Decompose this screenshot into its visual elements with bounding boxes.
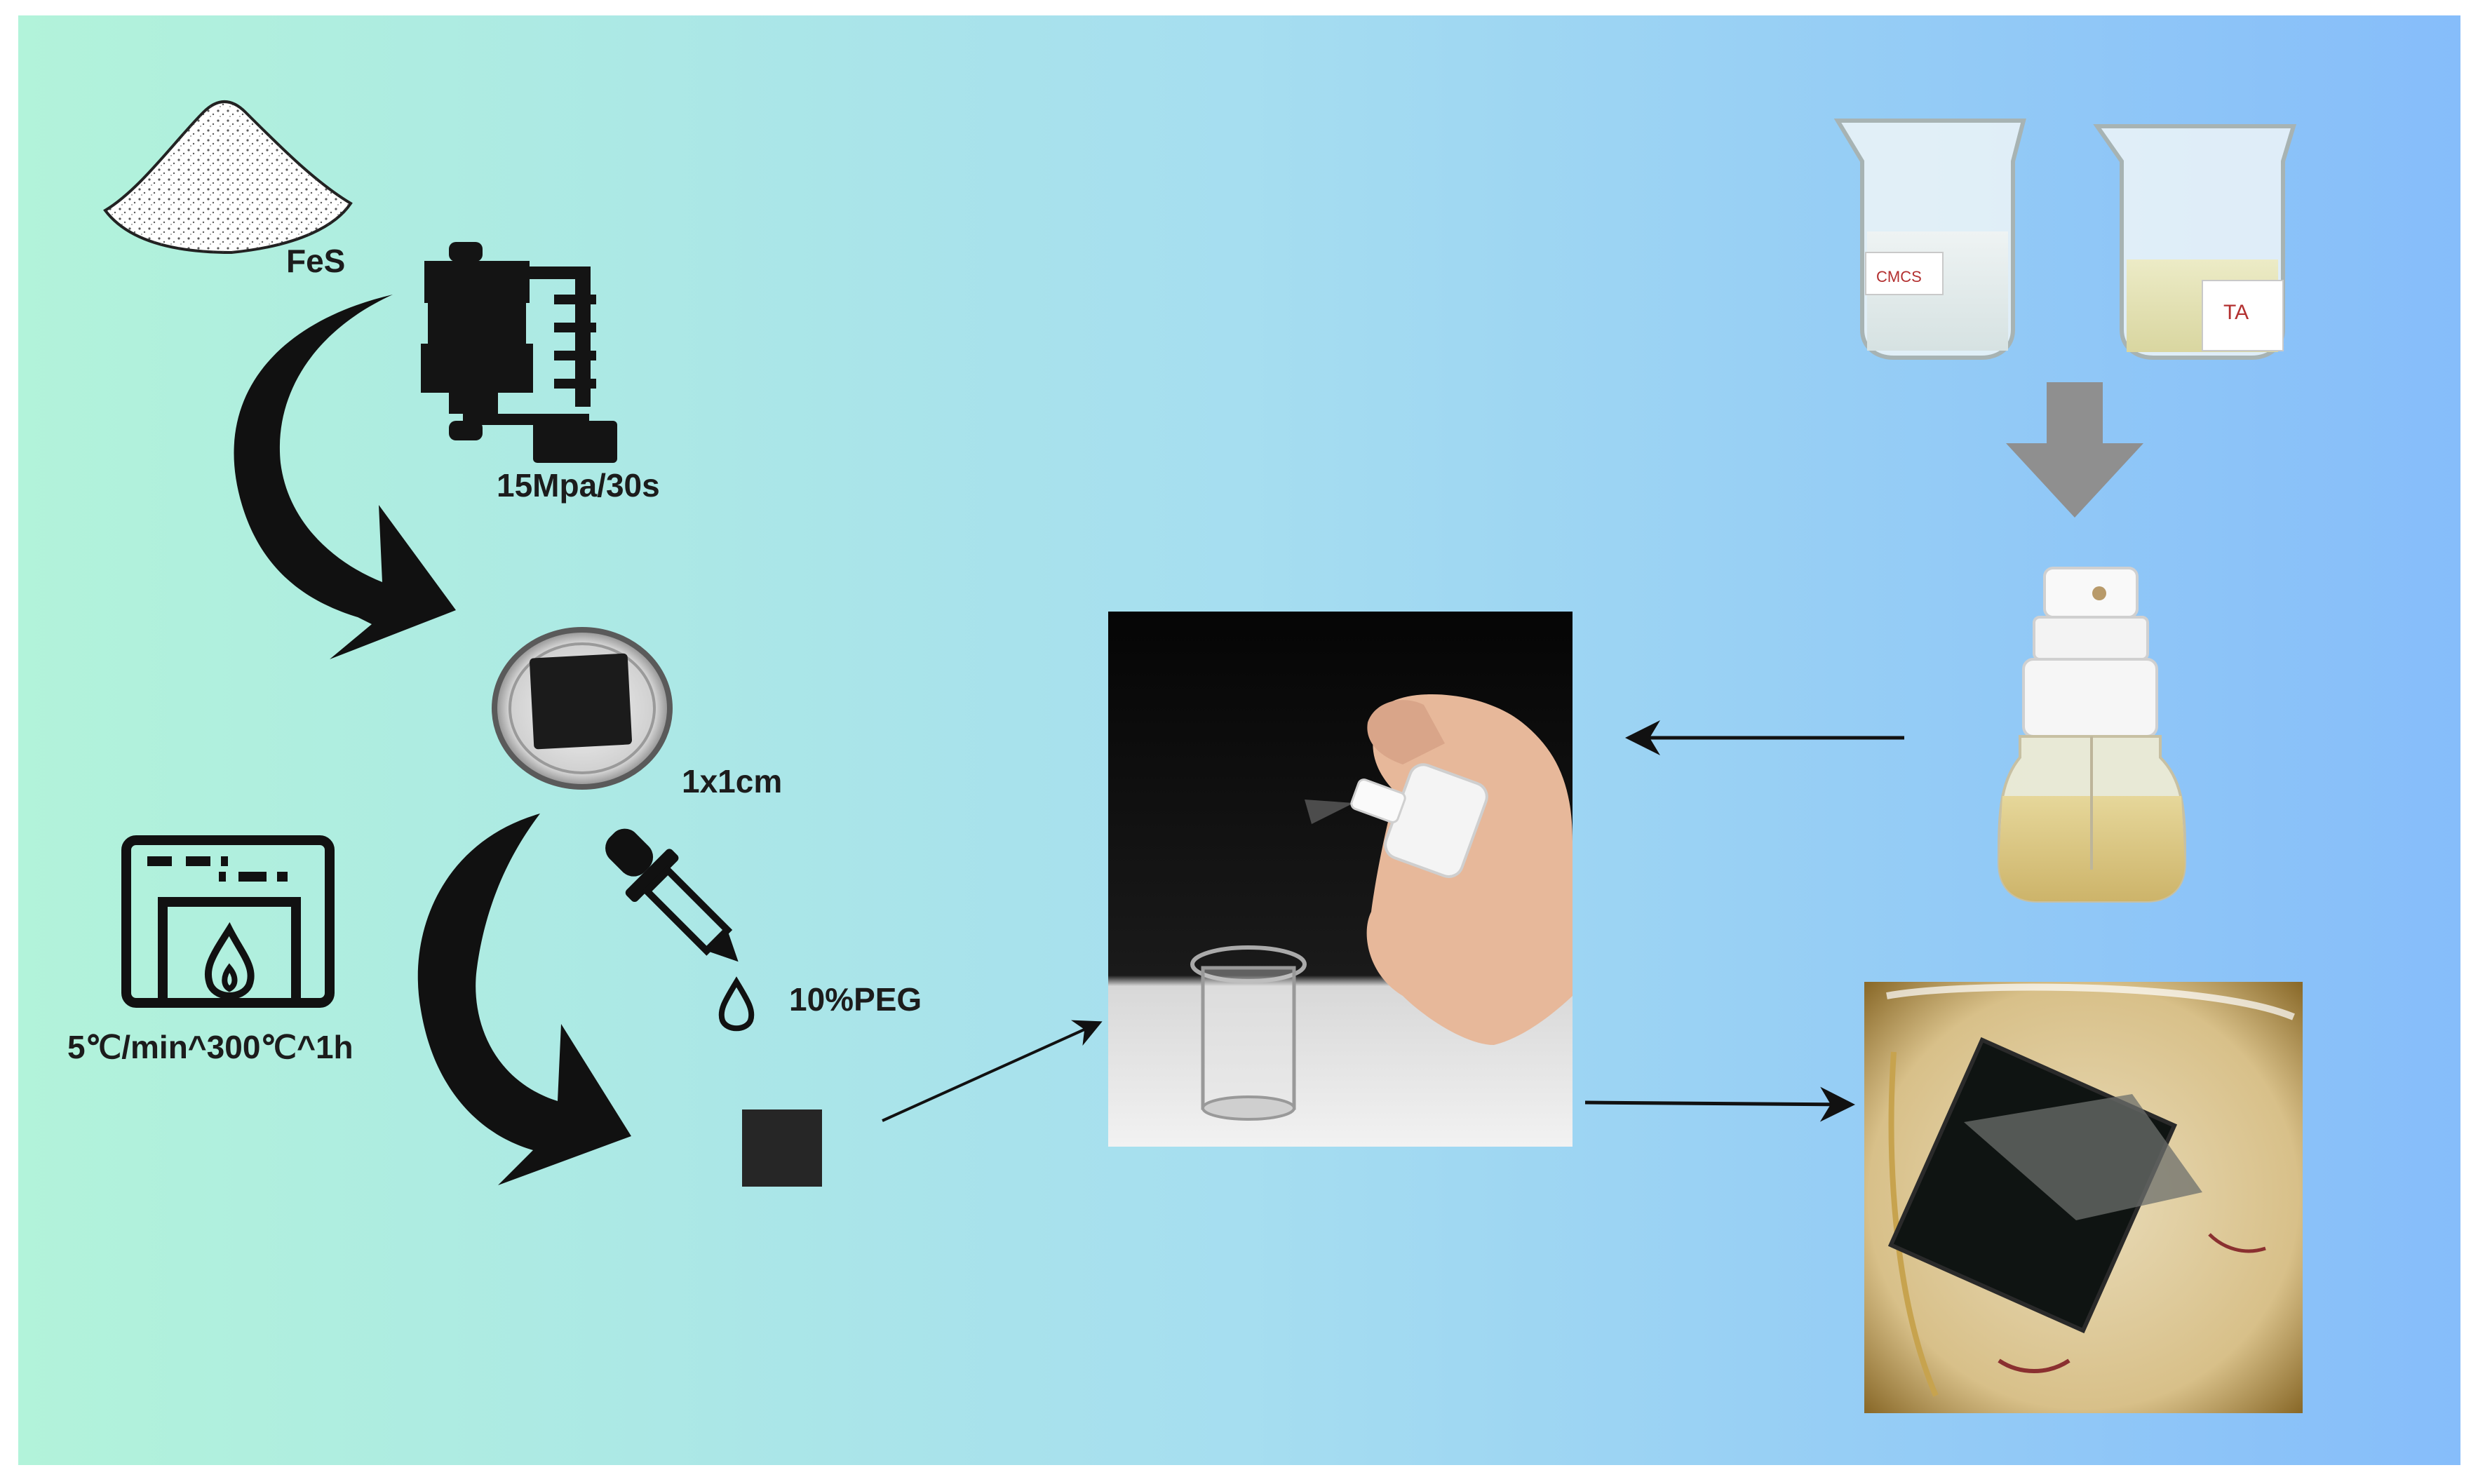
- furnace-label: 5℃/min^300℃^1h: [67, 1029, 353, 1065]
- powder-pile-icon: [103, 100, 353, 255]
- press-label: 15Mpa/30s: [497, 467, 660, 504]
- dropper-icon: [605, 828, 739, 962]
- coated-sample: [742, 1109, 822, 1187]
- beaker-right-label: TA: [2223, 301, 2249, 324]
- curved-arrow-bottom: [417, 814, 631, 1185]
- arrow-to-spray-photo: [882, 1020, 1103, 1122]
- beaker-left-label: CMCS: [1876, 268, 1922, 285]
- sample-size-label: 1x1cm: [682, 763, 783, 800]
- result-photo: [1864, 982, 2303, 1413]
- spray-bottle-icon: [1998, 567, 2186, 903]
- petri-dish-icon: [492, 627, 673, 790]
- arrow-to-result-photo: [1584, 1086, 1855, 1122]
- droplet-icon: [718, 976, 755, 1032]
- coating-label: 10%PEG: [789, 981, 922, 1018]
- grey-down-arrow: [2006, 382, 2143, 518]
- furnace-icon: [121, 835, 335, 1008]
- powder-label: FeS: [286, 243, 346, 279]
- curved-arrow-top: [234, 295, 456, 659]
- beaker-icon: TA: [2093, 124, 2297, 360]
- spray-photo: [1108, 612, 1573, 1147]
- beaker-icon: CMCS: [1833, 119, 2026, 360]
- press-icon: [421, 242, 617, 463]
